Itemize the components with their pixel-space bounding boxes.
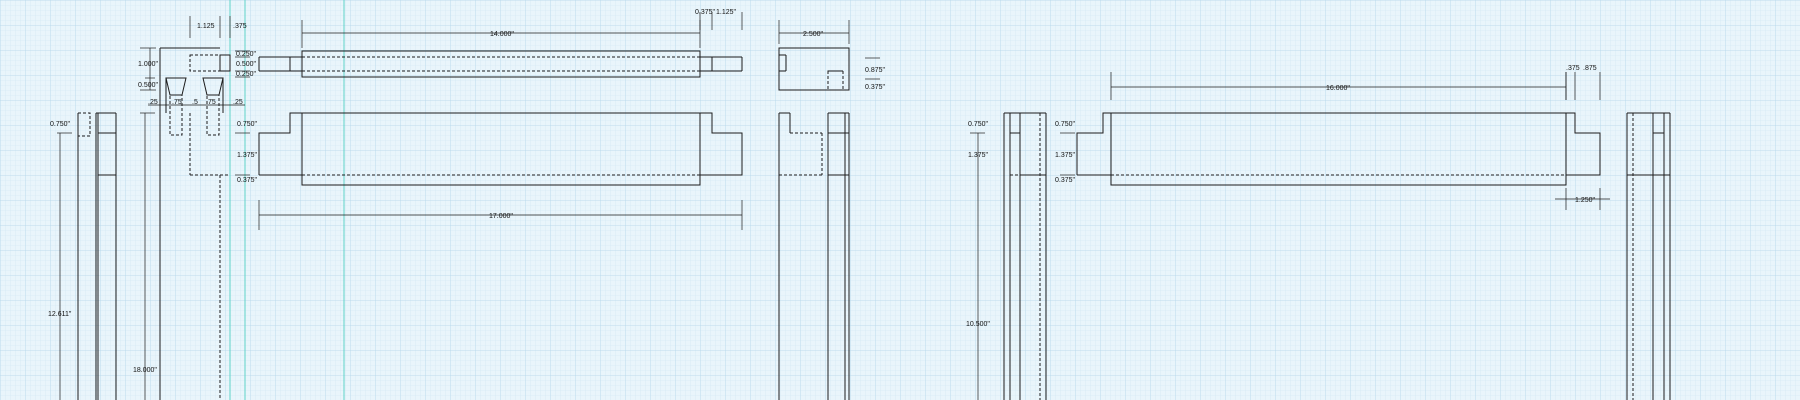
dim-0750-c: 0.750"	[968, 121, 989, 128]
dimension-labels: 1.125 .375 14.000" 0.375" 1.125" 2.500" …	[48, 9, 1597, 374]
dim-0375-b: 0.375"	[865, 84, 886, 91]
dim-1375-c: 1.375"	[1055, 152, 1076, 159]
dim-1375-b: 1.375"	[968, 152, 989, 159]
dim-10500: 10.500"	[966, 321, 990, 328]
dim-1125-top: 1.125"	[716, 9, 737, 16]
part-geometry	[77, 47, 1671, 400]
dim-12611: 12.611"	[48, 311, 72, 318]
dim-18: 18.000"	[133, 367, 157, 374]
dim-5: .5	[192, 99, 198, 106]
dim-375-b: .375	[1566, 65, 1580, 72]
dimension-lines	[57, 12, 1610, 400]
dim-0250-b: 0.250"	[236, 71, 257, 78]
dim-75-a: .75	[172, 99, 182, 106]
dim-0375-top: 0.375"	[695, 9, 716, 16]
dim-17: 17.000"	[489, 213, 513, 220]
dim-1250: 1.250"	[1575, 197, 1596, 204]
dim-375: .375	[233, 23, 247, 30]
dim-14: 14.000"	[490, 31, 514, 38]
dim-0500-b: 0.500"	[138, 82, 159, 89]
dim-0750-mid: 0.750"	[237, 121, 258, 128]
dim-875: .875	[1583, 65, 1597, 72]
dim-2500: 2.500"	[803, 31, 824, 38]
dim-0750-left: 0.750"	[50, 121, 71, 128]
dim-16: 16.000"	[1326, 85, 1350, 92]
dim-0500-a: 0.500"	[236, 61, 257, 68]
dim-0375-d: 0.375"	[1055, 177, 1076, 184]
dim-25-b: .25	[233, 99, 243, 106]
dim-0750-d: 0.750"	[1055, 121, 1076, 128]
dim-1125: 1.125	[197, 23, 215, 30]
dim-0375-c: 0.375"	[237, 177, 258, 184]
dim-1000: 1.000"	[138, 61, 159, 68]
dim-0875: 0.875"	[865, 67, 886, 74]
dim-1375: 1.375"	[237, 152, 258, 159]
dim-0250-a: 0.250"	[236, 51, 257, 58]
dim-75-b: .75	[206, 99, 216, 106]
dim-25-a: .25	[148, 99, 158, 106]
